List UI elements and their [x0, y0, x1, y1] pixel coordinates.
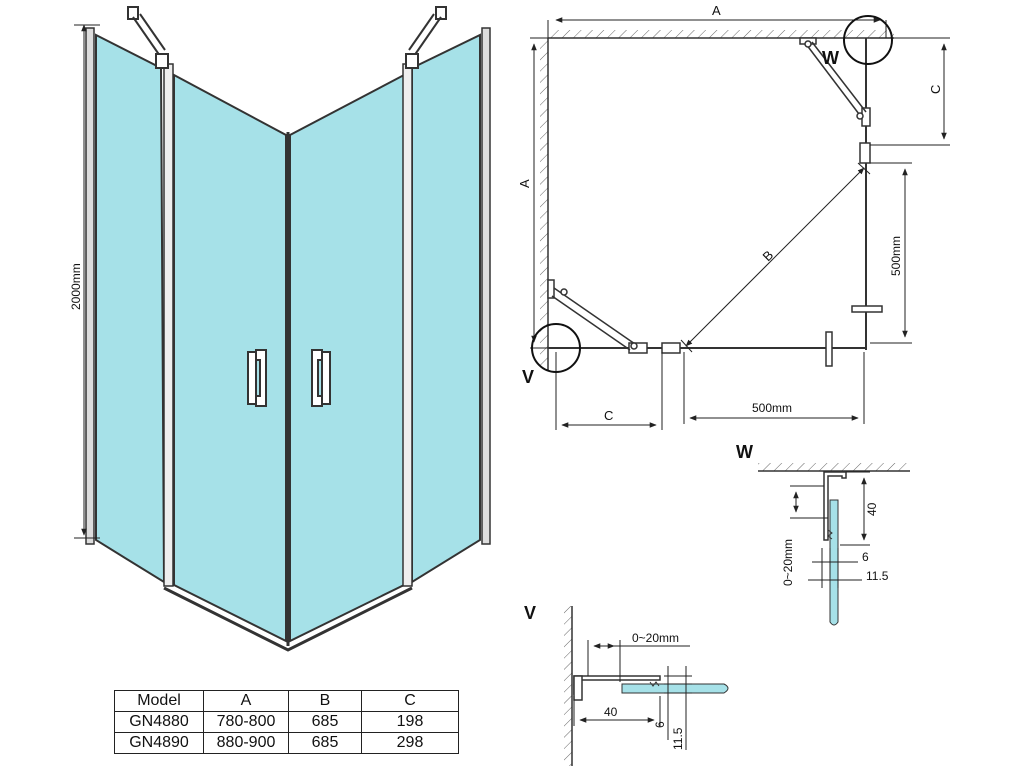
- plan-view: B A A C 500mm C 500mm W V: [517, 3, 950, 430]
- dim-b-label: B: [760, 247, 777, 264]
- left-bracket: [127, 6, 169, 69]
- top-wall-hatch: [548, 30, 894, 38]
- table-row: GN4890 880-900 685 298: [114, 732, 459, 754]
- left-stabilizer-arm: [547, 279, 638, 351]
- dim-a-top-label: A: [712, 3, 721, 18]
- detail-v-glass: [621, 683, 729, 694]
- top-stabilizer-arm: [799, 37, 867, 120]
- detail-w-title: W: [736, 442, 753, 462]
- right-door-glass: [289, 73, 405, 643]
- table-header-cell: Model: [114, 690, 204, 712]
- model-table: Model A B C GN4880 780-800 685 198 GN489…: [114, 690, 459, 754]
- perspective-view: 2000mm: [69, 6, 491, 652]
- left-wall-profile: [85, 27, 95, 545]
- table-cell: 198: [361, 711, 459, 733]
- table-cell: 780-800: [203, 711, 289, 733]
- table-row: GN4880 780-800 685 198: [114, 711, 459, 733]
- table-cell: 685: [288, 711, 362, 733]
- table-header-row: Model A B C: [114, 690, 459, 712]
- detail-w-marker: W: [822, 48, 839, 68]
- dim-500-vertical-label: 500mm: [889, 236, 903, 276]
- detail-v: V 0~20mm 40 6 11.5: [524, 603, 729, 766]
- left-door-handle: [247, 349, 267, 407]
- left-post: [163, 63, 174, 587]
- detail-v-circle: [531, 323, 581, 373]
- dim-b-line: [685, 167, 865, 347]
- table-cell: GN4880: [114, 711, 204, 733]
- detail-v-marker: V: [522, 367, 534, 387]
- left-fixed-glass: [95, 33, 166, 584]
- dim-c-right-label: C: [928, 85, 943, 94]
- right-door-handle: [311, 349, 331, 407]
- dim-c-bottom-label: C: [604, 408, 613, 423]
- detail-w-profile: [823, 471, 847, 541]
- right-bracket: [405, 6, 447, 69]
- bottom-edge: [163, 586, 413, 652]
- right-fixed-glass: [411, 33, 481, 584]
- detail-w-dim-11-5: 11.5: [866, 569, 889, 583]
- table-header-cell: B: [288, 690, 362, 712]
- table-header-cell: A: [203, 690, 289, 712]
- table-header-cell: C: [361, 690, 459, 712]
- dim-a-left-label: A: [517, 179, 532, 188]
- detail-w-dim-40: 40: [865, 502, 879, 516]
- plan-handle-right: [851, 305, 883, 313]
- detail-v-title: V: [524, 603, 536, 623]
- detail-v-dim-range: 0~20mm: [632, 631, 679, 645]
- detail-w-dim-6: 6: [862, 550, 869, 564]
- left-wall-hatch: [540, 38, 548, 370]
- detail-v-dim-6: 6: [653, 721, 667, 728]
- detail-w-dim-range: 0~20mm: [781, 539, 795, 586]
- height-label: 2000mm: [69, 263, 83, 310]
- detail-w: W 40 0~20mm 6 11.5: [736, 442, 910, 626]
- table-cell: GN4890: [114, 732, 204, 754]
- right-wall-profile: [481, 27, 491, 545]
- table-cell: 880-900: [203, 732, 289, 754]
- table-cell: 298: [361, 732, 459, 754]
- dim-500-horizontal-label: 500mm: [752, 401, 792, 415]
- detail-v-dim-11-5: 11.5: [671, 727, 685, 750]
- detail-v-dim-40: 40: [604, 705, 618, 719]
- left-door-glass: [173, 73, 287, 643]
- detail-w-circle: [843, 15, 893, 65]
- right-post: [402, 63, 413, 587]
- table-cell: 685: [288, 732, 362, 754]
- plan-handle-bottom: [825, 331, 833, 367]
